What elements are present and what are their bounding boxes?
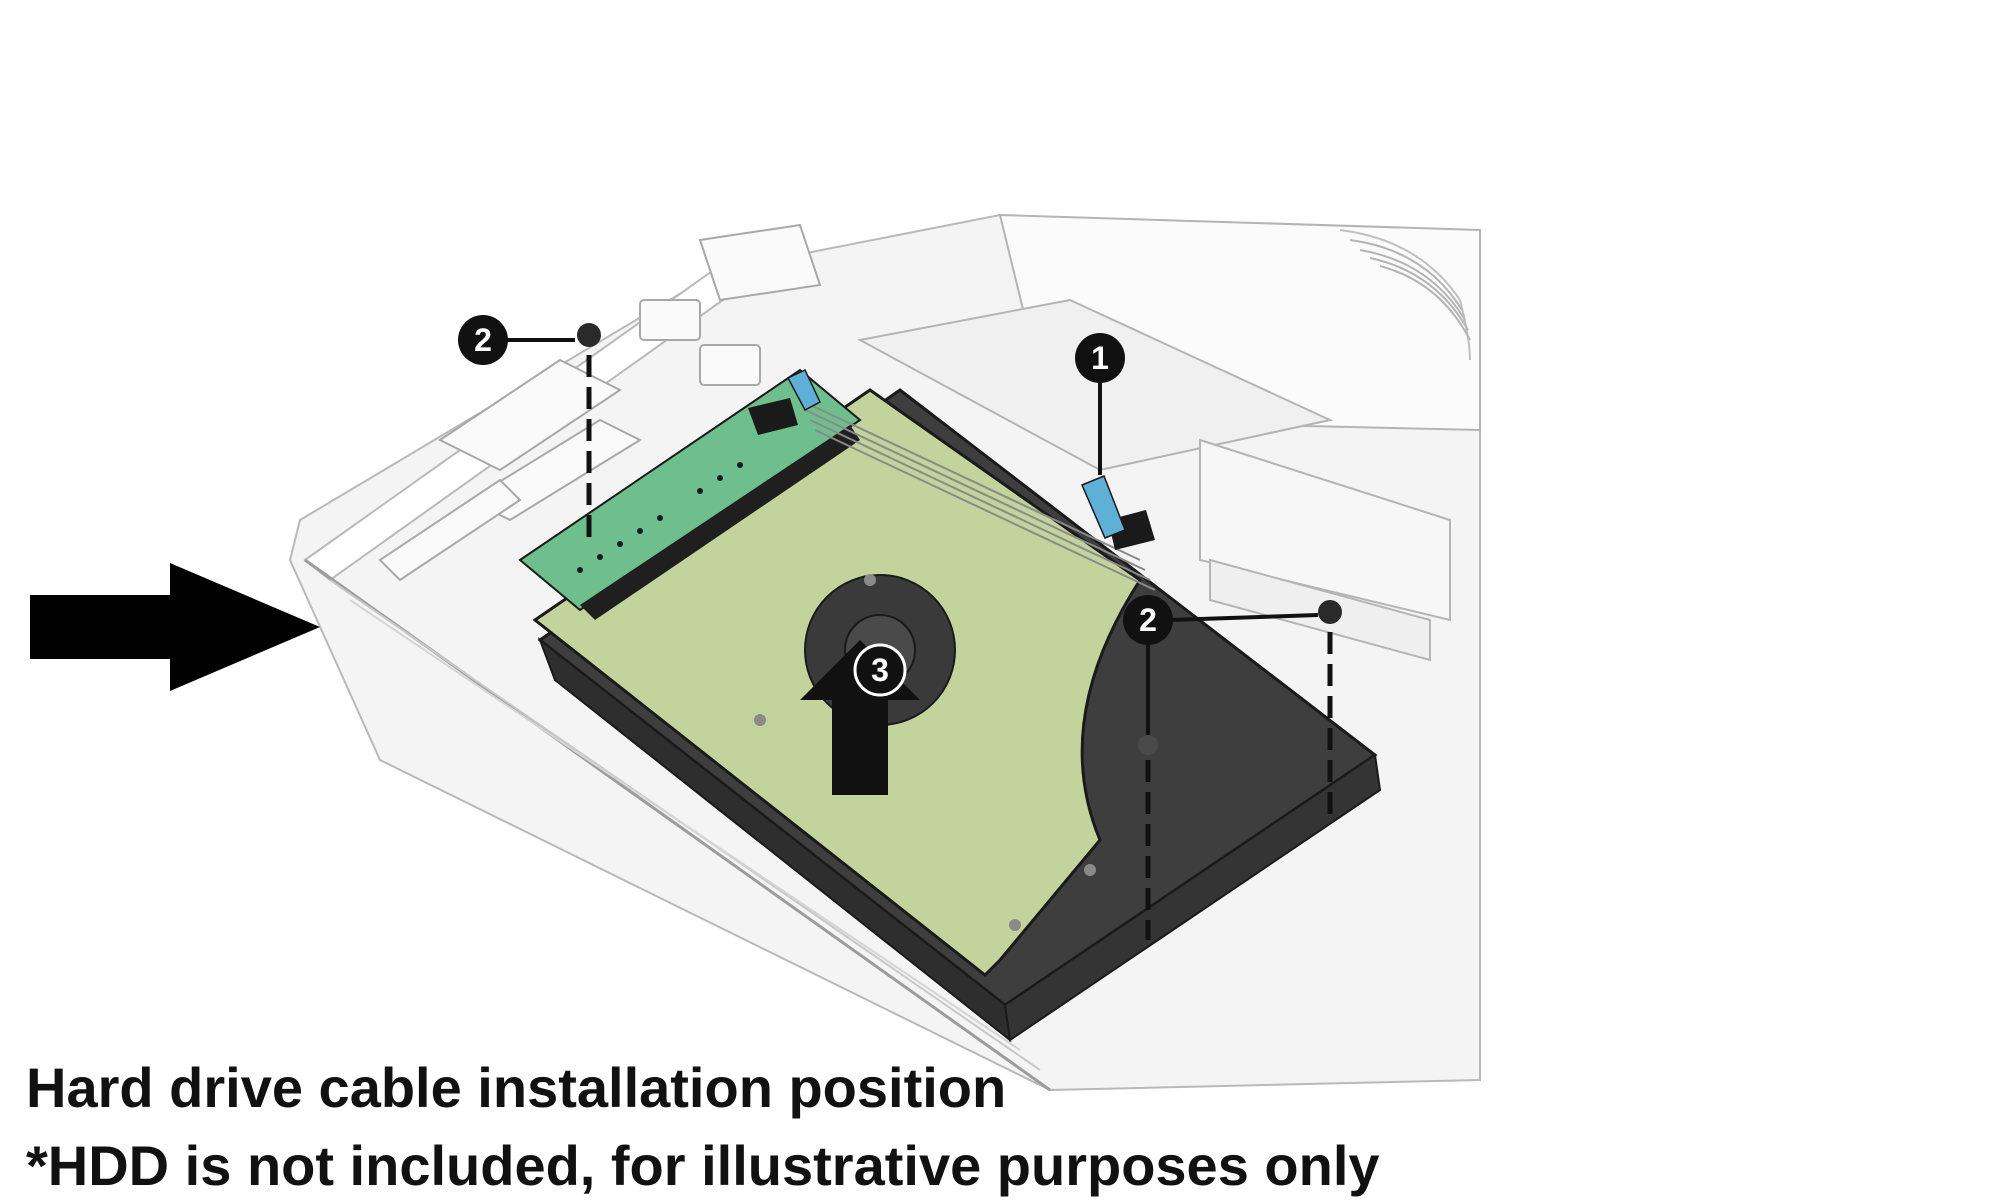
callout-badge: 1 [1075,333,1125,383]
callout-badge: 2 [1123,595,1173,645]
pointer-arrow-icon [30,563,320,691]
cable-pull-tab [1081,475,1126,539]
cable-pull-tab [786,369,821,412]
screw-icon [1009,919,1021,931]
screws [577,323,1342,931]
screw-icon [577,323,601,347]
callout-badge: 2 [458,315,508,365]
svg-text:2: 2 [474,322,492,358]
screw-icon [864,574,876,586]
svg-text:2: 2 [1139,602,1157,638]
screw-icon [1318,600,1342,624]
screw-icon [1138,735,1158,755]
callout-badge: 3 [853,643,907,697]
screw-icon [1084,864,1096,876]
cable-connectors [748,369,1155,550]
screw-guide-lines [586,355,1333,940]
screw-icon [754,714,766,726]
hdd-ribbon-cable [799,399,1156,591]
svg-text:3: 3 [871,652,889,688]
callout-leaders [502,338,1319,735]
caption-title: Hard drive cable installation position [26,1056,1007,1119]
left-bracket [378,223,822,582]
top-components [857,213,1481,662]
svg-text:1: 1 [1091,340,1109,376]
caption-disclaimer: *HDD is not included, for illustrative p… [26,1134,1380,1197]
